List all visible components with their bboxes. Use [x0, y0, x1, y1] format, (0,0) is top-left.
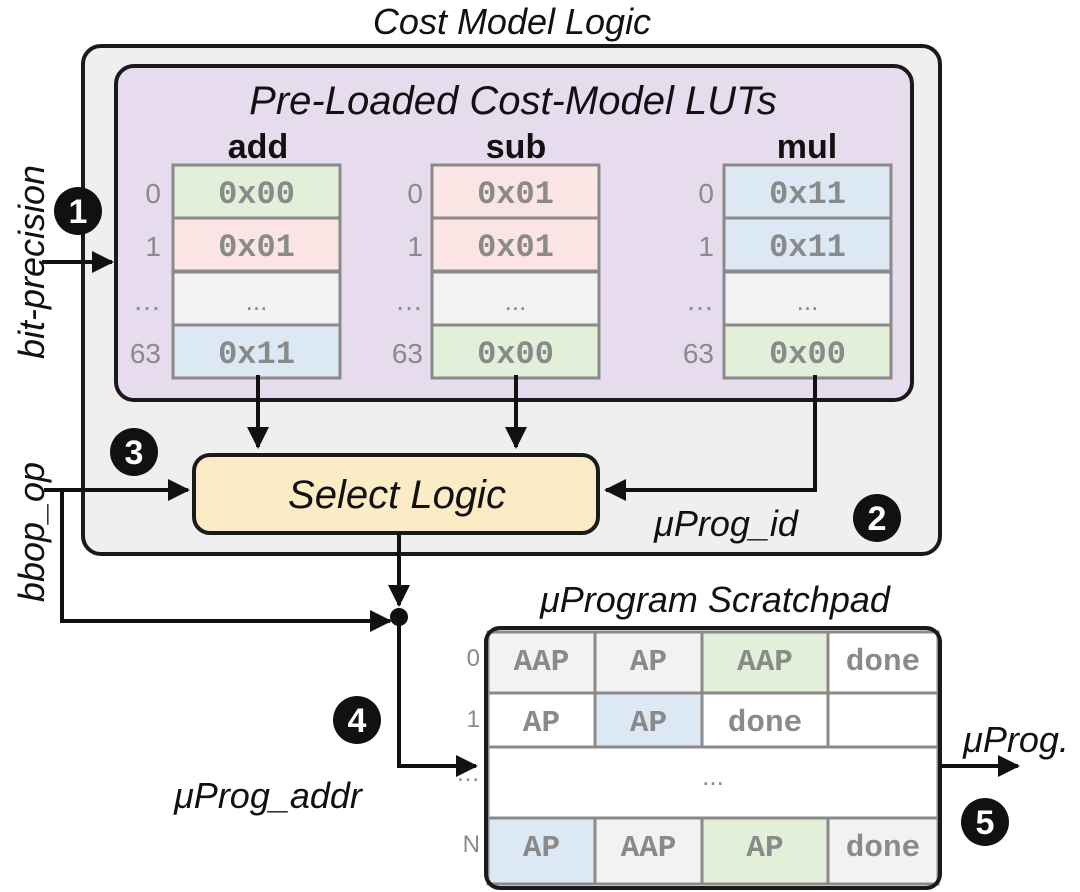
- svg-text:5: 5: [976, 804, 995, 842]
- scratchpad-cell-value: AP: [630, 706, 667, 741]
- scratchpad-cell-value: AP: [746, 831, 783, 866]
- lut-cell-value: 0x11: [769, 229, 846, 266]
- badge-1: 1: [54, 187, 102, 235]
- lut-col-sub-header: sub: [486, 128, 546, 166]
- lut-row-index: 63: [683, 338, 714, 369]
- lut-row-index: 1: [407, 231, 423, 262]
- cost-model-title: Cost Model Logic: [373, 1, 651, 42]
- scratchpad-cell: [826, 816, 940, 886]
- scratchpad-cell: [700, 630, 830, 695]
- scratchpad-row-index: 0: [467, 645, 480, 672]
- scratchpad-cell: [593, 691, 704, 749]
- scratchpad-title: μProgram Scratchpad: [539, 579, 891, 620]
- badge-5: 5: [961, 798, 1009, 846]
- lut-cell-value: 0x00: [477, 336, 554, 373]
- lut-row-index: 0: [145, 178, 161, 209]
- scratchpad-cell-value: AP: [630, 645, 667, 680]
- scratchpad-cell-value: done: [846, 645, 920, 680]
- scratchpad-row-index: N: [463, 831, 480, 858]
- bbop-op-label: bbop_op: [11, 462, 52, 602]
- badge-2: 2: [853, 494, 901, 542]
- scratchpad-box: [484, 626, 942, 890]
- scratchpad-row-index: 1: [467, 706, 480, 733]
- badge-3: 3: [110, 428, 158, 476]
- scratchpad-cell: [486, 745, 940, 820]
- lut-cell-value: ...: [505, 286, 527, 316]
- lut-cell-value: 0x01: [477, 229, 554, 266]
- lut-row-index: …: [395, 285, 423, 316]
- uprog-id-label: μProg_id: [653, 503, 799, 544]
- lut-row-index: 0: [407, 178, 423, 209]
- lut-row-index: 1: [145, 231, 161, 262]
- scratchpad-cell-value: AAP: [514, 645, 570, 680]
- lut-cell: [430, 323, 601, 380]
- lut-row-index: 1: [698, 231, 714, 262]
- scratchpad-cell: [593, 630, 704, 695]
- svg-text:2: 2: [868, 500, 887, 538]
- lut-row-index: 0: [698, 178, 714, 209]
- lut-cell-value: 0x11: [218, 336, 295, 373]
- scratchpad-cell: [826, 691, 940, 749]
- select-logic-box: [192, 453, 600, 535]
- lut-cell: [722, 216, 893, 273]
- arrow-addr-to-scratchpad: [397, 617, 478, 777]
- badge-4: 4: [333, 696, 381, 744]
- lut-cell-value: 0x00: [218, 176, 295, 213]
- svg-text:3: 3: [125, 434, 144, 472]
- uprog-out-label: μProg.: [962, 719, 1069, 760]
- scratchpad-row-index: …: [456, 760, 480, 787]
- scratchpad-cell-value: AAP: [737, 645, 793, 680]
- arrow-mul-to-select: [604, 375, 817, 501]
- lut-row-index: 63: [392, 338, 423, 369]
- lut-cell-value: 0x11: [769, 176, 846, 213]
- arrow-bbop-op-to-junction: [60, 490, 392, 632]
- lut-cell-value: 0x01: [218, 229, 295, 266]
- lut-columns: add sub mul 0x00 0 0x01 1... … 0x11 63 0x01 0 0x0…: [130, 128, 893, 380]
- lut-cell: [430, 270, 601, 327]
- lut-col-add-header: add: [228, 128, 288, 166]
- lut-cell: [430, 216, 601, 273]
- scratchpad-cell-value: AAP: [621, 831, 677, 866]
- svg-text:1: 1: [69, 193, 88, 231]
- lut-cell-value: 0x01: [477, 176, 554, 213]
- scratchpad-cell-value: AP: [523, 831, 560, 866]
- lut-cell: [171, 270, 342, 327]
- uprog-addr-label: μProg_addr: [173, 775, 364, 816]
- lut-cell-value: ...: [246, 286, 268, 316]
- lut-cell: [722, 323, 893, 380]
- lut-row-index: 63: [130, 338, 161, 369]
- scratchpad-cell-value: AP: [523, 706, 560, 741]
- lut-cell-value: ...: [797, 286, 819, 316]
- lut-col-mul-header: mul: [777, 128, 837, 166]
- lut-cell: [171, 216, 342, 273]
- svg-text:4: 4: [348, 702, 367, 740]
- select-logic-label: Select Logic: [288, 473, 506, 517]
- scratchpad-cell-value: ...: [702, 761, 724, 791]
- lut-panel-title: Pre-Loaded Cost-Model LUTs: [249, 79, 777, 123]
- scratchpad-cell: [593, 816, 704, 886]
- lut-row-index: …: [133, 285, 161, 316]
- lut-row-index: …: [686, 285, 714, 316]
- lut-cell: [430, 163, 601, 220]
- lut-cell-value: 0x00: [769, 336, 846, 373]
- scratchpad-cell-value: done: [728, 706, 802, 741]
- scratchpad-cell-value: done: [846, 831, 920, 866]
